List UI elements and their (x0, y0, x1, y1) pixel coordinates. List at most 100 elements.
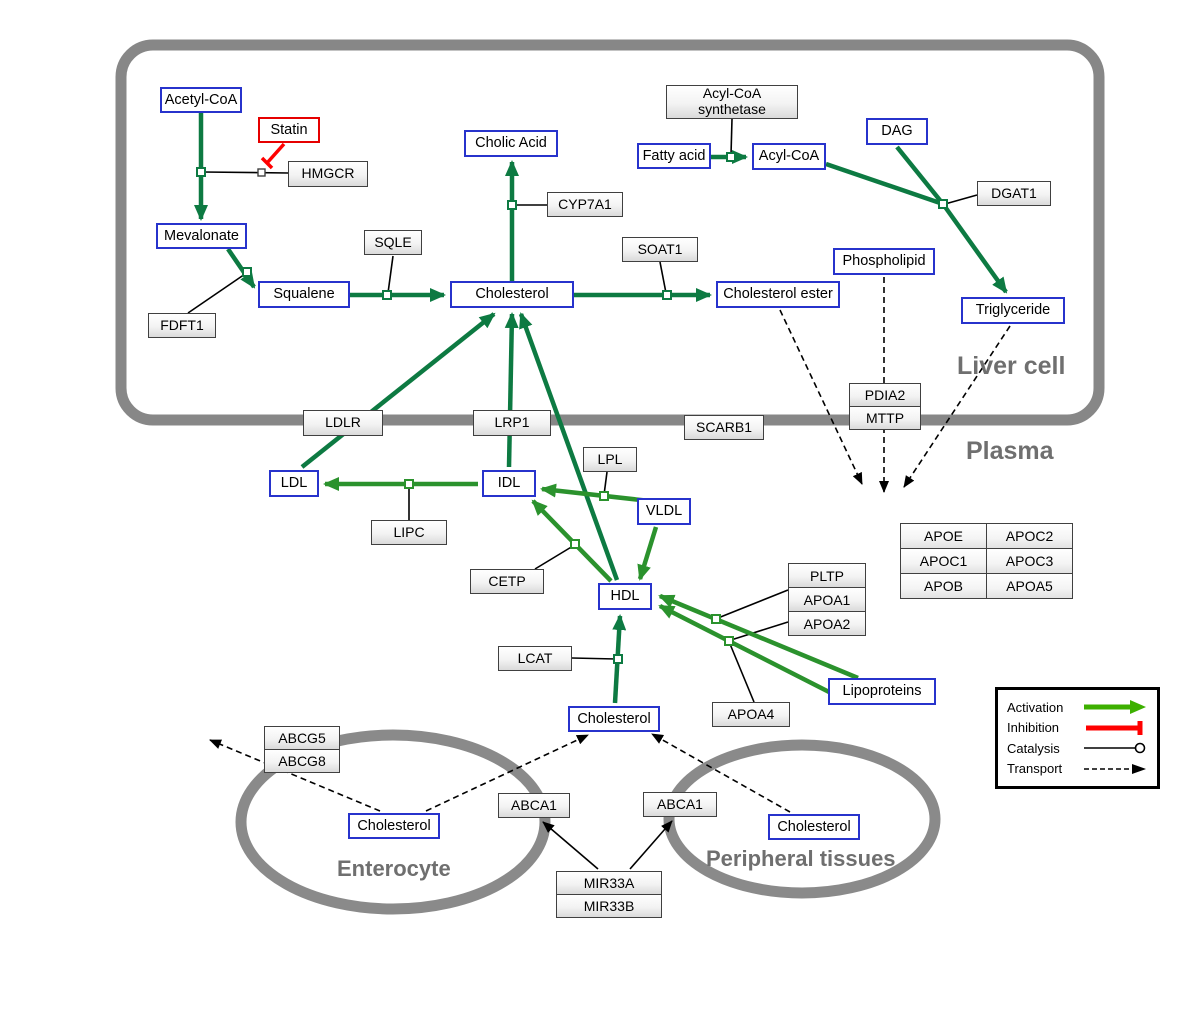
node-mir33b[interactable]: MIR33B (556, 894, 662, 918)
node-lcat[interactable]: LCAT (498, 646, 572, 671)
reaction-anchor-pltp (711, 614, 721, 624)
node-cholesterol-peripheral[interactable]: Cholesterol (768, 814, 860, 840)
node-lpl[interactable]: LPL (583, 447, 637, 472)
peripheral-tissues-label: Peripheral tissues (706, 846, 896, 871)
node-cyp7a1[interactable]: CYP7A1 (547, 192, 623, 217)
node-apoa5[interactable]: APOA5 (987, 574, 1073, 599)
edge-vldl-to-idl-via-lpl (540, 483, 651, 504)
node-soat1[interactable]: SOAT1 (622, 237, 698, 262)
node-mttp[interactable]: MTTP (849, 406, 921, 430)
node-triglyceride[interactable]: Triglyceride (961, 297, 1065, 324)
inhibition-target-anchor (257, 168, 266, 177)
node-apoa1[interactable]: APOA1 (788, 587, 866, 612)
edge-hdl-uptake-to-liver (518, 312, 620, 581)
legend-transport-label: Transport (1007, 761, 1063, 777)
node-ldlr[interactable]: LDLR (303, 410, 383, 436)
node-abca1-peripheral[interactable]: ABCA1 (643, 792, 717, 817)
node-pltp[interactable]: PLTP (788, 563, 866, 588)
node-lrp1[interactable]: LRP1 (473, 410, 551, 436)
edge-mir33-to-abca1-enterocyte (542, 821, 599, 870)
legend-inhibition-label: Inhibition (1007, 720, 1060, 736)
node-dag[interactable]: DAG (866, 118, 928, 145)
transport-peripheral-cholesterol-to-plasma (651, 733, 791, 813)
node-hmgcr[interactable]: HMGCR (288, 161, 368, 187)
node-abcg5[interactable]: ABCG5 (264, 726, 340, 750)
catalysis-soat1 (659, 261, 667, 294)
node-lipoproteins[interactable]: Lipoproteins (828, 678, 936, 705)
node-apoc3[interactable]: APOC3 (987, 549, 1073, 574)
node-cetp[interactable]: CETP (470, 569, 544, 594)
inhibition-statin-line (265, 142, 286, 165)
mir33-stack: MIR33A MIR33B (556, 871, 662, 918)
node-fatty-acid[interactable]: Fatty acid (637, 143, 711, 169)
node-apoa2[interactable]: APOA2 (788, 611, 866, 636)
reaction-anchor-cyp7a1 (507, 200, 517, 210)
reaction-anchor-fdft1 (242, 267, 252, 277)
catalysis-lcat (571, 657, 617, 660)
node-apoe[interactable]: APOE (901, 524, 987, 549)
node-mevalonate[interactable]: Mevalonate (156, 223, 247, 249)
acyl-coa-synthetase-line2: synthetase (698, 101, 766, 117)
legend-row-transport: Transport (1007, 759, 1148, 779)
node-ldl[interactable]: LDL (269, 470, 319, 497)
node-apoa4[interactable]: APOA4 (712, 702, 790, 727)
enterocyte-label: Enterocyte (337, 856, 451, 881)
liver-cell-label: Liver cell (957, 352, 1066, 380)
edge-lipoproteins-to-hdl-1 (658, 593, 859, 681)
edge-mir33-to-abca1-peripheral (629, 820, 673, 870)
node-acyl-coa[interactable]: Acyl-CoA (752, 143, 826, 170)
catalysis-sqle (387, 255, 394, 294)
transport-enterocyte-cholesterol-excretion (209, 739, 381, 812)
node-acetyl-coa[interactable]: Acetyl-CoA (160, 87, 242, 113)
node-cholic-acid[interactable]: Cholic Acid (464, 130, 558, 157)
reaction-anchor-acyl-coa-synthetase (726, 152, 736, 162)
node-vldl[interactable]: VLDL (637, 498, 691, 525)
node-squalene[interactable]: Squalene (258, 281, 350, 308)
acyl-coa-synthetase-line1: Acyl-CoA (702, 85, 762, 102)
edge-idl-uptake-via-lrp1 (504, 312, 519, 468)
node-acyl-coa-synthetase[interactable]: Acyl-CoA synthetase (666, 85, 798, 119)
node-cholesterol-plasma[interactable]: Cholesterol (568, 706, 660, 732)
activation-arrow-glyph (1084, 700, 1146, 714)
reaction-anchor-hmgcr (196, 167, 206, 177)
node-mir33a[interactable]: MIR33A (556, 871, 662, 895)
legend-row-activation: Activation (1007, 697, 1148, 717)
node-cholesterol-enterocyte[interactable]: Cholesterol (348, 813, 440, 839)
node-scarb1[interactable]: SCARB1 (684, 415, 764, 440)
node-statin[interactable]: Statin (258, 117, 320, 143)
node-hdl[interactable]: HDL (598, 583, 652, 610)
node-apoc1[interactable]: APOC1 (901, 549, 987, 574)
pdia2-mttp-stack: PDIA2 MTTP (849, 383, 921, 430)
edge-acyl-coa-to-dgat1-anchor (825, 161, 944, 207)
node-sqle[interactable]: SQLE (364, 230, 422, 255)
node-lipc[interactable]: LIPC (371, 520, 447, 545)
legend-activation-label: Activation (1007, 699, 1064, 715)
node-pdia2[interactable]: PDIA2 (849, 383, 921, 407)
transport-triglyceride-to-plasma (903, 325, 1011, 488)
legend-catalysis-label: Catalysis (1007, 740, 1060, 756)
legend-row-catalysis: Catalysis (1007, 738, 1148, 758)
edge-ldl-uptake-via-ldlr (300, 312, 496, 469)
node-dgat1[interactable]: DGAT1 (977, 181, 1051, 206)
catalysis-dgat1 (944, 194, 978, 205)
node-cholesterol-ester[interactable]: Cholesterol ester (716, 281, 840, 308)
reaction-anchor-lcat (613, 654, 623, 664)
catalysis-apoa4 (729, 643, 755, 703)
node-apob[interactable]: APOB (901, 574, 987, 599)
catalysis-apoa2 (730, 621, 789, 641)
node-abcg8[interactable]: ABCG8 (264, 749, 340, 773)
catalysis-acyl-coa-synthetase (730, 118, 733, 156)
node-cholesterol-liver[interactable]: Cholesterol (450, 281, 574, 308)
node-phospholipid[interactable]: Phospholipid (833, 248, 935, 275)
node-apoc2[interactable]: APOC2 (987, 524, 1073, 549)
liver-cell-membrane (115, 39, 1105, 426)
catalysis-cetp (534, 545, 574, 570)
plasma-label: Plasma (966, 437, 1054, 465)
reaction-anchor-apoa4 (724, 636, 734, 646)
abcg-stack: ABCG5 ABCG8 (264, 726, 340, 773)
legend-box: Activation Inhibition Catalysis Transpor… (995, 687, 1160, 789)
node-idl[interactable]: IDL (482, 470, 536, 497)
node-fdft1[interactable]: FDFT1 (148, 313, 216, 338)
edge-lipoproteins-to-hdl-2 (658, 603, 835, 697)
node-abca1-enterocyte[interactable]: ABCA1 (498, 793, 570, 818)
